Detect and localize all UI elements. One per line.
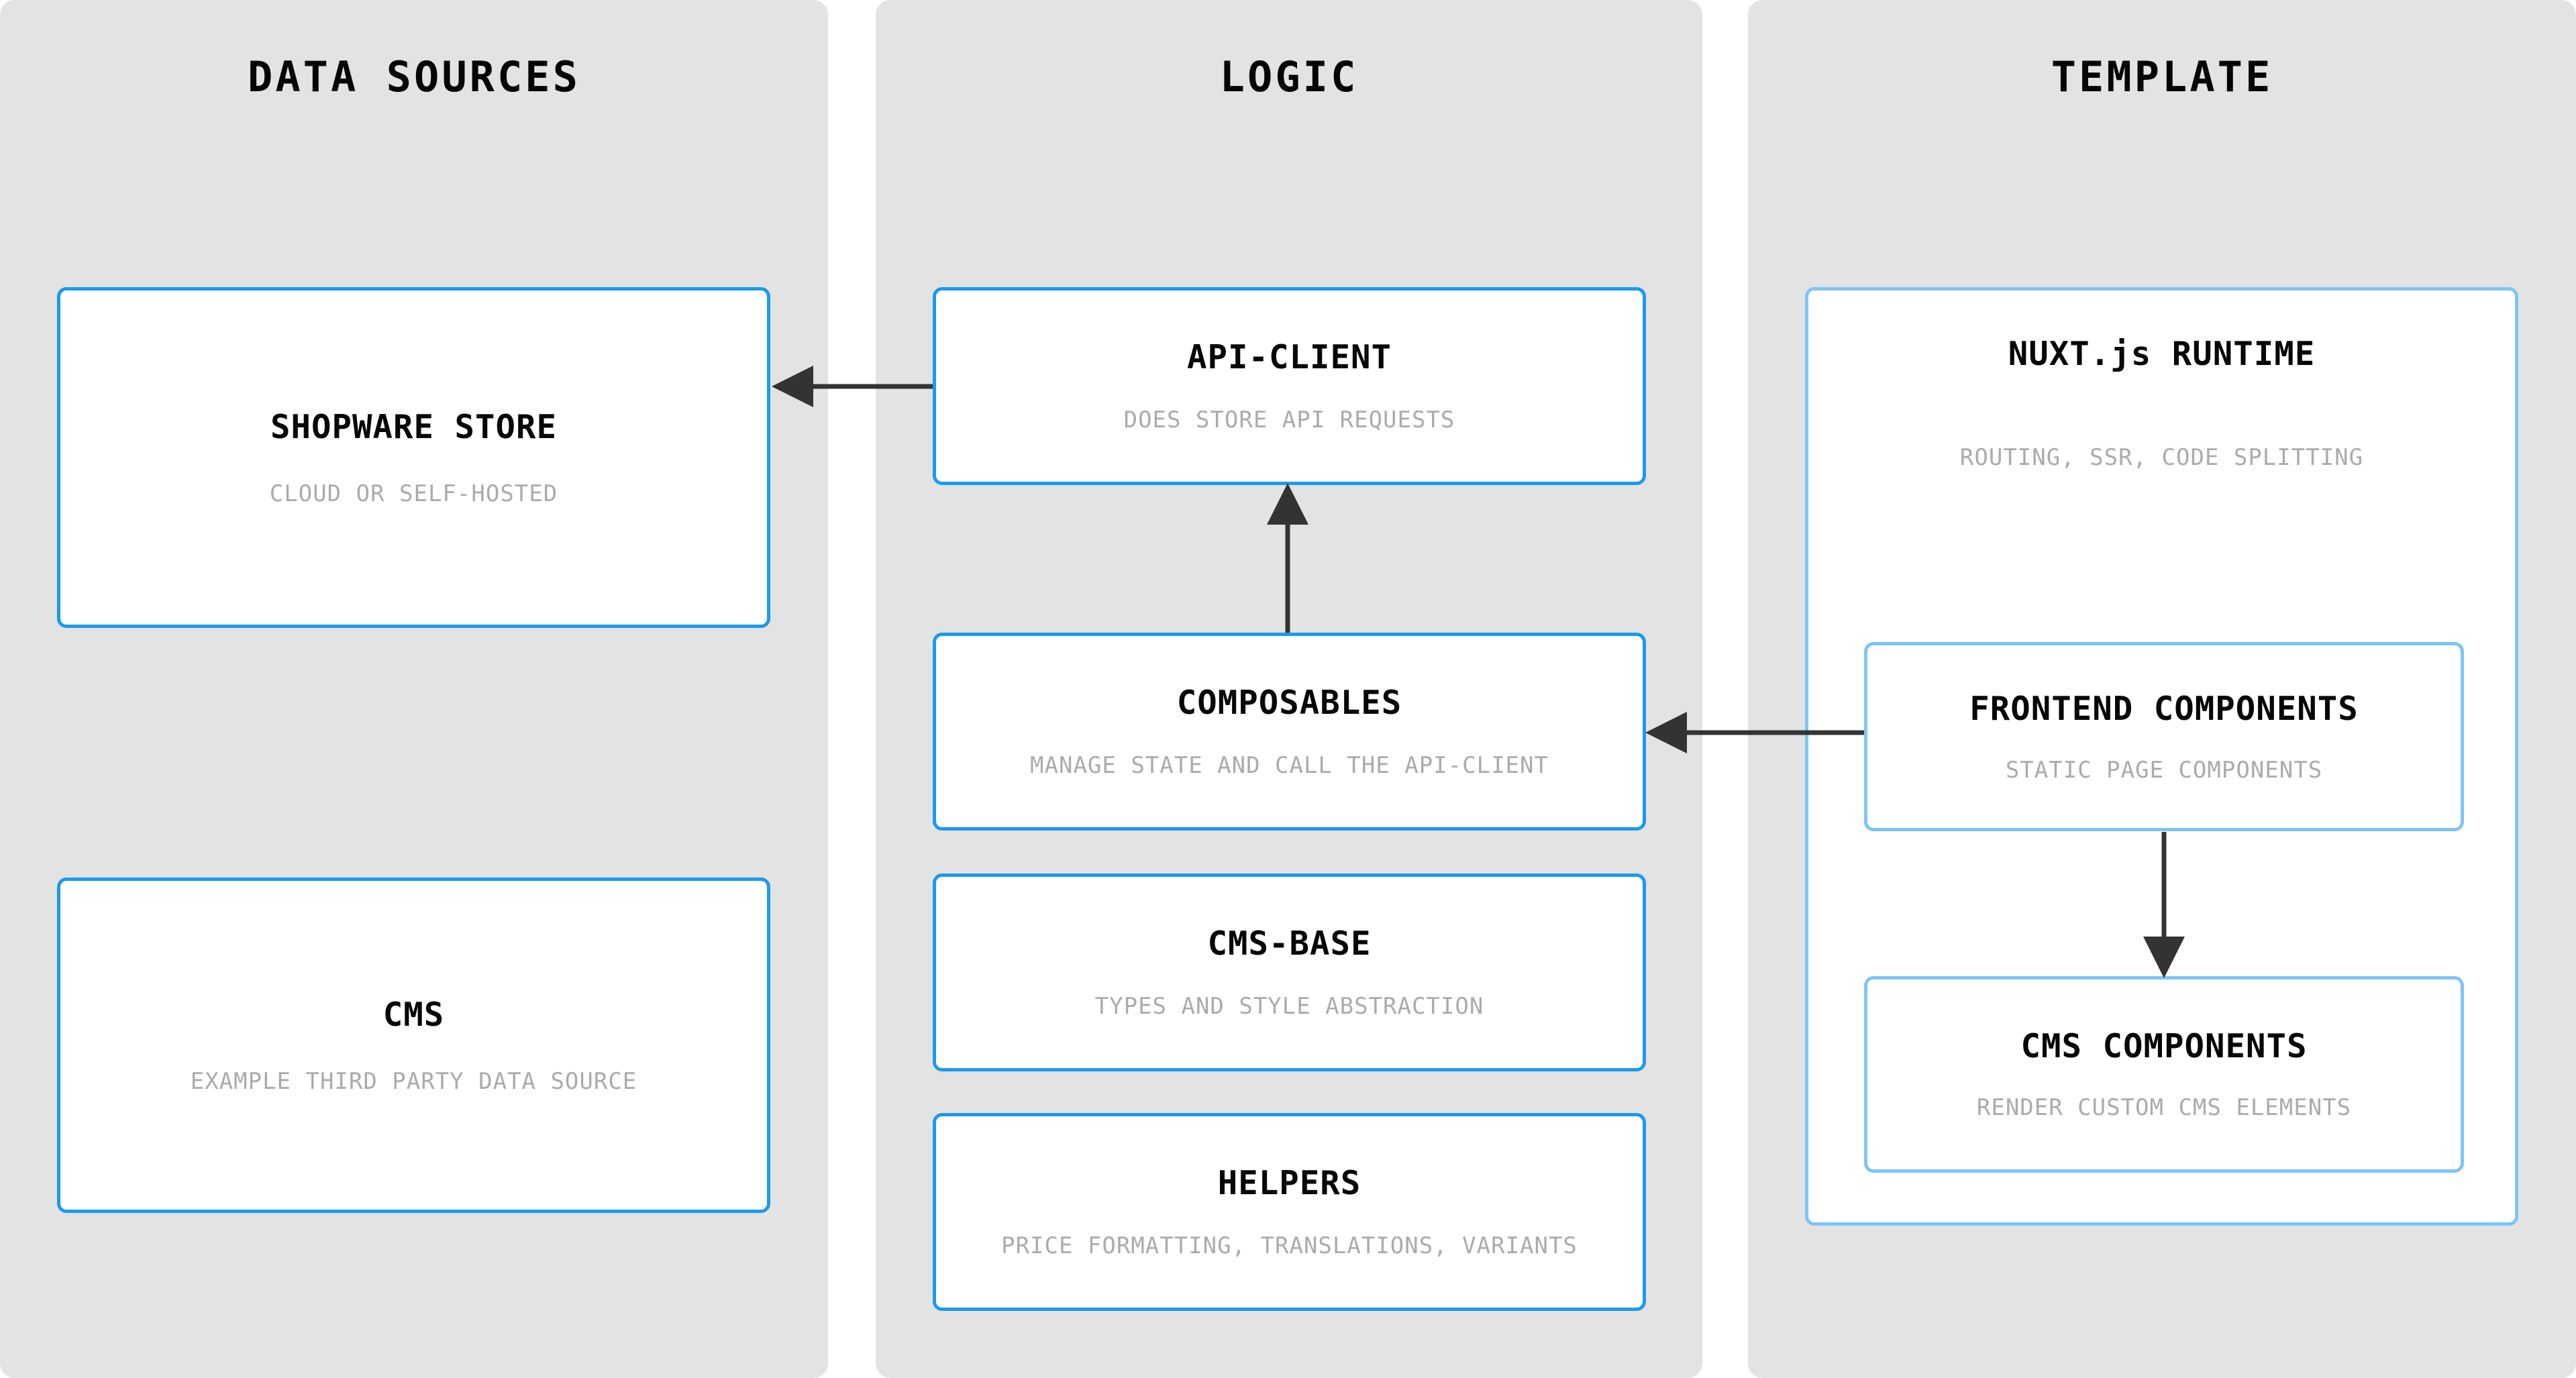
card-api-client-title: API-CLIENT (1186, 338, 1392, 376)
card-cms-base-title: CMS-BASE (1207, 924, 1372, 963)
card-composables-title: COMPOSABLES (1176, 684, 1402, 722)
card-cms-components-title: CMS COMPONENTS (2020, 1027, 2308, 1065)
card-cms-base-subtitle: TYPES AND STYLE ABSTRACTION (1094, 993, 1484, 1020)
card-frontend-components-title: FRONTEND COMPONENTS (1969, 689, 2359, 728)
card-cms[interactable]: CMS EXAMPLE THIRD PARTY DATA SOURCE (57, 878, 770, 1213)
card-helpers[interactable]: HELPERS PRICE FORMATTING, TRANSLATIONS, … (933, 1113, 1646, 1311)
card-shopware-store-title: SHOPWARE STORE (270, 407, 557, 446)
column-title-logic: LOGIC (1219, 52, 1359, 101)
card-cms-title: CMS (382, 995, 445, 1034)
card-frontend-components-subtitle: STATIC PAGE COMPONENTS (2005, 756, 2323, 784)
card-helpers-title: HELPERS (1217, 1164, 1361, 1202)
card-cms-components-subtitle: RENDER CUSTOM CMS ELEMENTS (1976, 1094, 2352, 1121)
card-nuxt-runtime-title: NUXT.js RUNTIME (2008, 335, 2316, 373)
column-title-data-sources: DATA SOURCES (248, 52, 580, 101)
card-cms-components[interactable]: CMS COMPONENTS RENDER CUSTOM CMS ELEMENT… (1864, 976, 2464, 1173)
card-helpers-subtitle: PRICE FORMATTING, TRANSLATIONS, VARIANTS (1001, 1232, 1578, 1259)
card-shopware-store[interactable]: SHOPWARE STORE CLOUD OR SELF-HOSTED (57, 287, 770, 628)
card-composables-subtitle: MANAGE STATE AND CALL THE API-CLIENT (1030, 752, 1549, 779)
card-cms-base[interactable]: CMS-BASE TYPES AND STYLE ABSTRACTION (933, 873, 1646, 1071)
card-api-client[interactable]: API-CLIENT DOES STORE API REQUESTS (933, 287, 1646, 485)
card-shopware-store-subtitle: CLOUD OR SELF-HOSTED (269, 480, 558, 507)
card-cms-subtitle: EXAMPLE THIRD PARTY DATA SOURCE (190, 1067, 637, 1095)
column-title-template: TEMPLATE (2051, 52, 2273, 101)
card-frontend-components[interactable]: FRONTEND COMPONENTS STATIC PAGE COMPONEN… (1864, 642, 2464, 831)
card-nuxt-runtime-subtitle: ROUTING, SSR, CODE SPLITTING (1959, 444, 2364, 471)
card-api-client-subtitle: DOES STORE API REQUESTS (1123, 407, 1455, 433)
card-composables[interactable]: COMPOSABLES MANAGE STATE AND CALL THE AP… (933, 633, 1646, 831)
